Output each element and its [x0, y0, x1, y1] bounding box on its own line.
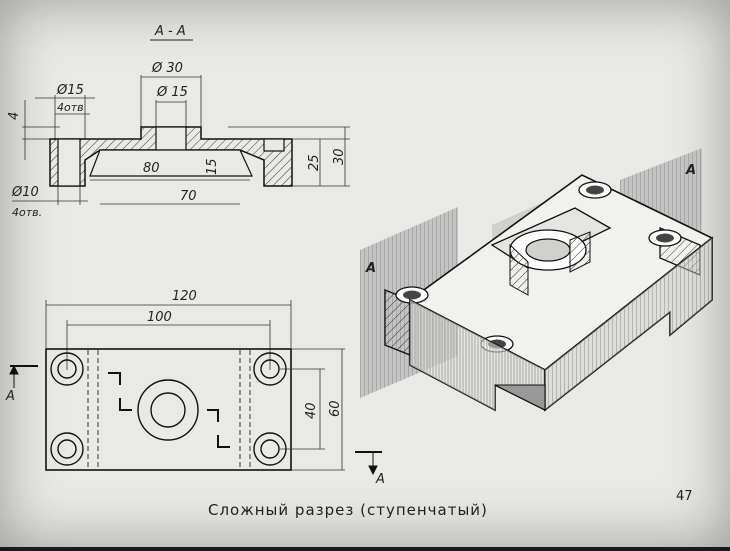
dim-h15: 15 — [205, 158, 220, 175]
dim-h60: 60 — [328, 400, 343, 417]
dim-count4-a: 4отв — [57, 101, 84, 114]
dim-w70: 70 — [180, 189, 197, 204]
isometric-view: A A — [360, 148, 714, 412]
dim-w100: 100 — [147, 310, 172, 325]
dim-h4: 4 — [7, 112, 22, 120]
section-view: A - A Ø 30 Ø 15 Ø15 4отв 4 — [7, 24, 350, 219]
plan-mark-left: A — [5, 389, 15, 404]
dim-d15-top: Ø 15 — [156, 85, 188, 100]
dim-h25: 25 — [307, 154, 322, 171]
plan-view: 120 100 — [5, 289, 385, 487]
caption: Сложный разрез (ступенчатый) — [208, 501, 488, 519]
dim-d10: Ø10 — [11, 185, 39, 200]
dim-w120: 120 — [172, 289, 197, 304]
dim-count4-b: 4отв. — [12, 206, 42, 219]
dim-w80: 80 — [143, 161, 160, 176]
plan-mark-right: A — [375, 472, 385, 487]
section-title: A - A — [154, 24, 186, 39]
dim-d30: Ø 30 — [151, 61, 183, 76]
dim-h40: 40 — [304, 402, 319, 419]
iso-label-right: A — [685, 163, 696, 178]
page-number: 47 — [676, 489, 693, 504]
iso-label-left: A — [365, 261, 376, 276]
dim-h30: 30 — [332, 148, 347, 165]
dim-d15-left: Ø15 — [56, 83, 84, 98]
